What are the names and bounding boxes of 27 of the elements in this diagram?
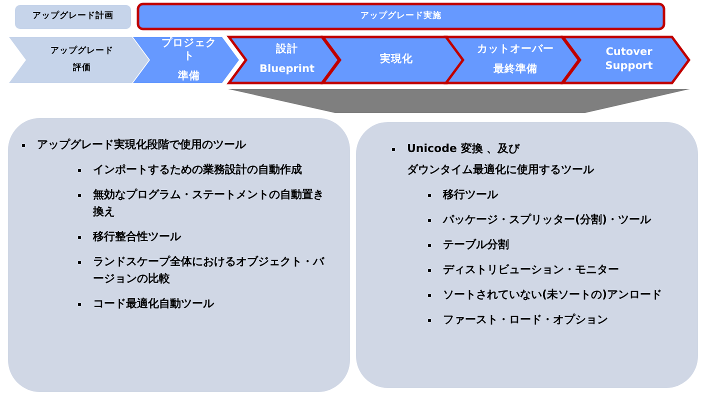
list-item: ソートされていない(未ソートの)アンロード <box>443 287 662 304</box>
list-heading: Unicode 変換 、及び <box>407 141 520 157</box>
phase-label: Blueprint <box>258 63 314 77</box>
list-item: ランドスケープ全体におけるオブジェクト・バージョンの比較 <box>93 254 326 288</box>
phase-label: アップグレード計画 <box>32 11 114 23</box>
list-item: 移行ツール <box>443 187 498 204</box>
list-heading: ダウンタイム最適化に使用するツール <box>407 162 594 178</box>
phase-label: アップグレード実施 <box>360 10 442 22</box>
panel-card <box>356 122 698 388</box>
panel-card <box>8 118 350 392</box>
phase-label: カットオーバー <box>476 43 554 57</box>
list-item: 移行整合性ツール <box>93 229 181 246</box>
phase-label: 評価 <box>72 63 91 74</box>
phase-label: アップグレード <box>50 46 114 57</box>
list-heading: アップグレード実現化段階で使用のツール <box>37 137 246 153</box>
phase-label: プロジェクト <box>160 36 218 64</box>
list-item: コード最適化自動ツール <box>93 296 214 312</box>
list-item: ディストリビューション・モニター <box>443 262 619 278</box>
phase-label: 最終準備 <box>492 63 538 77</box>
list-item: パッケージ・スプリッター(分割)・ツール <box>443 212 652 228</box>
list-item: インポートするための業務設計の自動作成 <box>93 162 302 178</box>
list-item: 無効なプログラム・ステートメントの自動置き換え <box>93 187 325 220</box>
list-item: テーブル分割 <box>443 237 509 254</box>
phase-label: 準備 <box>177 70 200 84</box>
phase-label: 設計 <box>275 43 298 57</box>
list-item: ファースト・ロード・オプション <box>443 312 608 328</box>
phase-label: Cutover Support <box>604 46 654 74</box>
